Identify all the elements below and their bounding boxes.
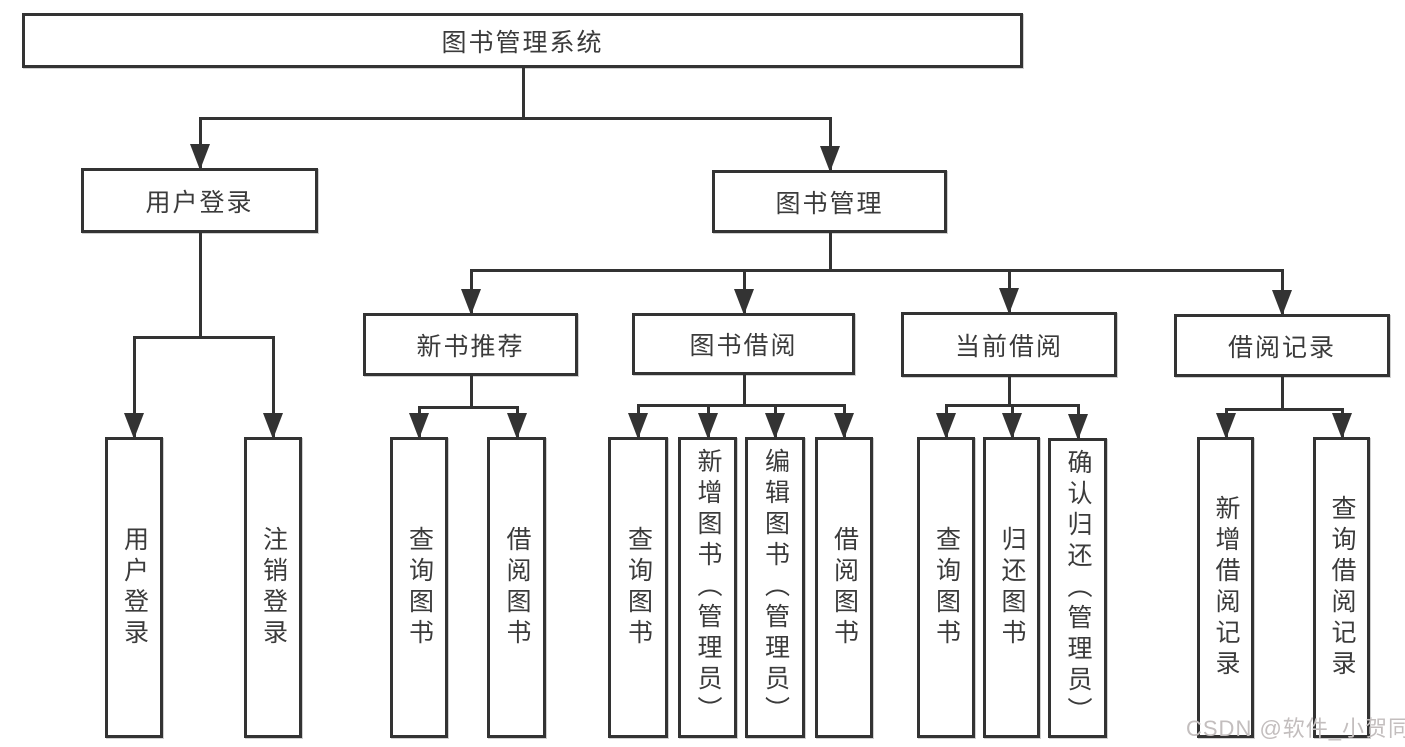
node-label-leaf-cb-return: 归还图书 xyxy=(998,525,1026,650)
connector-split-root xyxy=(199,117,832,120)
node-label-leaf-cb-confirm: 确认归还（管理员） xyxy=(1064,448,1092,728)
node-label-leaf-cb-query: 查询图书 xyxy=(932,525,961,650)
node-leaf-rec-query: 查询借阅记录 xyxy=(1313,437,1370,738)
connector-stem-root xyxy=(522,68,525,120)
node-label-root: 图书管理系统 xyxy=(441,28,604,57)
node-label-leaf-nbr-query: 查询图书 xyxy=(405,525,434,650)
arrowhead-down-icon-new-book-rec xyxy=(461,289,481,315)
node-label-leaf-rec-add: 新增借阅记录 xyxy=(1212,494,1240,681)
node-leaf-cb-return: 归还图书 xyxy=(983,437,1040,738)
arrowhead-down-icon-leaf-nbr-query xyxy=(409,413,429,439)
node-label-borrow-records: 借阅记录 xyxy=(1227,333,1336,362)
connector-stem-borrow-records xyxy=(1281,377,1284,411)
node-label-user-login: 用户登录 xyxy=(145,188,254,217)
arrowhead-down-icon-leaf-logout xyxy=(263,413,283,439)
node-label-leaf-nbr-borrow: 借阅图书 xyxy=(503,525,531,650)
node-leaf-cb-confirm: 确认归还（管理员） xyxy=(1048,438,1107,738)
node-label-leaf-bb-query: 查询图书 xyxy=(624,525,653,650)
connector-split-borrow-records xyxy=(1225,408,1344,411)
arrowhead-down-icon-leaf-cb-return xyxy=(1002,413,1022,439)
node-leaf-logout: 注销登录 xyxy=(244,437,302,738)
arrowhead-down-icon-leaf-rec-add xyxy=(1216,413,1236,439)
node-leaf-bb-borrow: 借阅图书 xyxy=(815,437,873,738)
connector-stem-leaf-logout xyxy=(272,336,275,437)
node-borrow-records: 借阅记录 xyxy=(1174,314,1390,377)
node-book-mgmt: 图书管理 xyxy=(712,170,947,233)
arrowhead-down-icon-book-mgmt xyxy=(820,146,840,172)
arrowhead-down-icon-leaf-cb-confirm xyxy=(1068,414,1088,440)
connector-split-book-borrow xyxy=(637,404,846,407)
connector-split-book-mgmt xyxy=(470,269,1284,272)
arrowhead-down-icon-user-login xyxy=(190,144,210,170)
node-label-leaf-bb-add: 新增图书（管理员） xyxy=(694,448,722,727)
node-label-leaf-bb-borrow: 借阅图书 xyxy=(830,525,859,650)
node-label-leaf-bb-edit: 编辑图书（管理员） xyxy=(761,448,790,727)
connector-split-user-login xyxy=(133,336,275,339)
connector-stem-user-login xyxy=(199,233,202,339)
connector-split-new-book-rec xyxy=(418,406,519,409)
connector-stem-book-borrow xyxy=(743,375,746,407)
connector-stem-book-mgmt xyxy=(829,117,832,170)
connector-stem-leaf-user-login xyxy=(133,336,136,437)
arrowhead-down-icon-leaf-bb-borrow xyxy=(834,413,854,439)
node-label-leaf-user-login: 用户登录 xyxy=(120,525,149,650)
node-user-login: 用户登录 xyxy=(81,168,318,233)
arrowhead-down-icon-current-borrow xyxy=(999,288,1019,314)
node-label-book-mgmt: 图书管理 xyxy=(775,189,884,218)
node-leaf-bb-query: 查询图书 xyxy=(608,437,668,738)
node-label-leaf-logout: 注销登录 xyxy=(259,525,288,650)
arrowhead-down-icon-book-borrow xyxy=(734,289,754,315)
connector-stem-user-login xyxy=(199,117,202,168)
node-new-book-rec: 新书推荐 xyxy=(363,313,578,376)
node-leaf-bb-edit: 编辑图书（管理员） xyxy=(745,437,805,738)
node-leaf-rec-add: 新增借阅记录 xyxy=(1197,437,1254,738)
node-leaf-nbr-query: 查询图书 xyxy=(390,437,448,738)
node-current-borrow: 当前借阅 xyxy=(901,312,1117,377)
arrowhead-down-icon-leaf-user-login xyxy=(124,413,144,439)
connector-stem-current-borrow xyxy=(1008,377,1011,407)
node-label-current-borrow: 当前借阅 xyxy=(954,332,1063,361)
connector-stem-new-book-rec xyxy=(470,376,473,409)
node-label-new-book-rec: 新书推荐 xyxy=(416,332,525,361)
arrowhead-down-icon-leaf-bb-query xyxy=(628,413,648,439)
arrowhead-down-icon-leaf-bb-edit xyxy=(765,413,785,439)
node-leaf-bb-add: 新增图书（管理员） xyxy=(678,437,737,738)
arrowhead-down-icon-borrow-records xyxy=(1272,290,1292,316)
node-label-book-borrow: 图书借阅 xyxy=(689,332,798,360)
node-book-borrow: 图书借阅 xyxy=(632,313,855,375)
csdn-watermark: CSDN @软件_小贺同学 xyxy=(1186,716,1405,741)
arrowhead-down-icon-leaf-bb-add xyxy=(698,413,718,439)
node-leaf-user-login: 用户登录 xyxy=(105,437,163,738)
node-leaf-nbr-borrow: 借阅图书 xyxy=(487,437,546,738)
arrowhead-down-icon-leaf-rec-query xyxy=(1332,413,1352,439)
connector-stem-book-mgmt xyxy=(829,233,832,272)
arrowhead-down-icon-leaf-nbr-borrow xyxy=(507,413,527,439)
node-leaf-cb-query: 查询图书 xyxy=(917,437,975,738)
arrowhead-down-icon-leaf-cb-query xyxy=(936,413,956,439)
node-label-leaf-rec-query: 查询借阅记录 xyxy=(1328,494,1356,681)
node-root: 图书管理系统 xyxy=(22,13,1023,68)
